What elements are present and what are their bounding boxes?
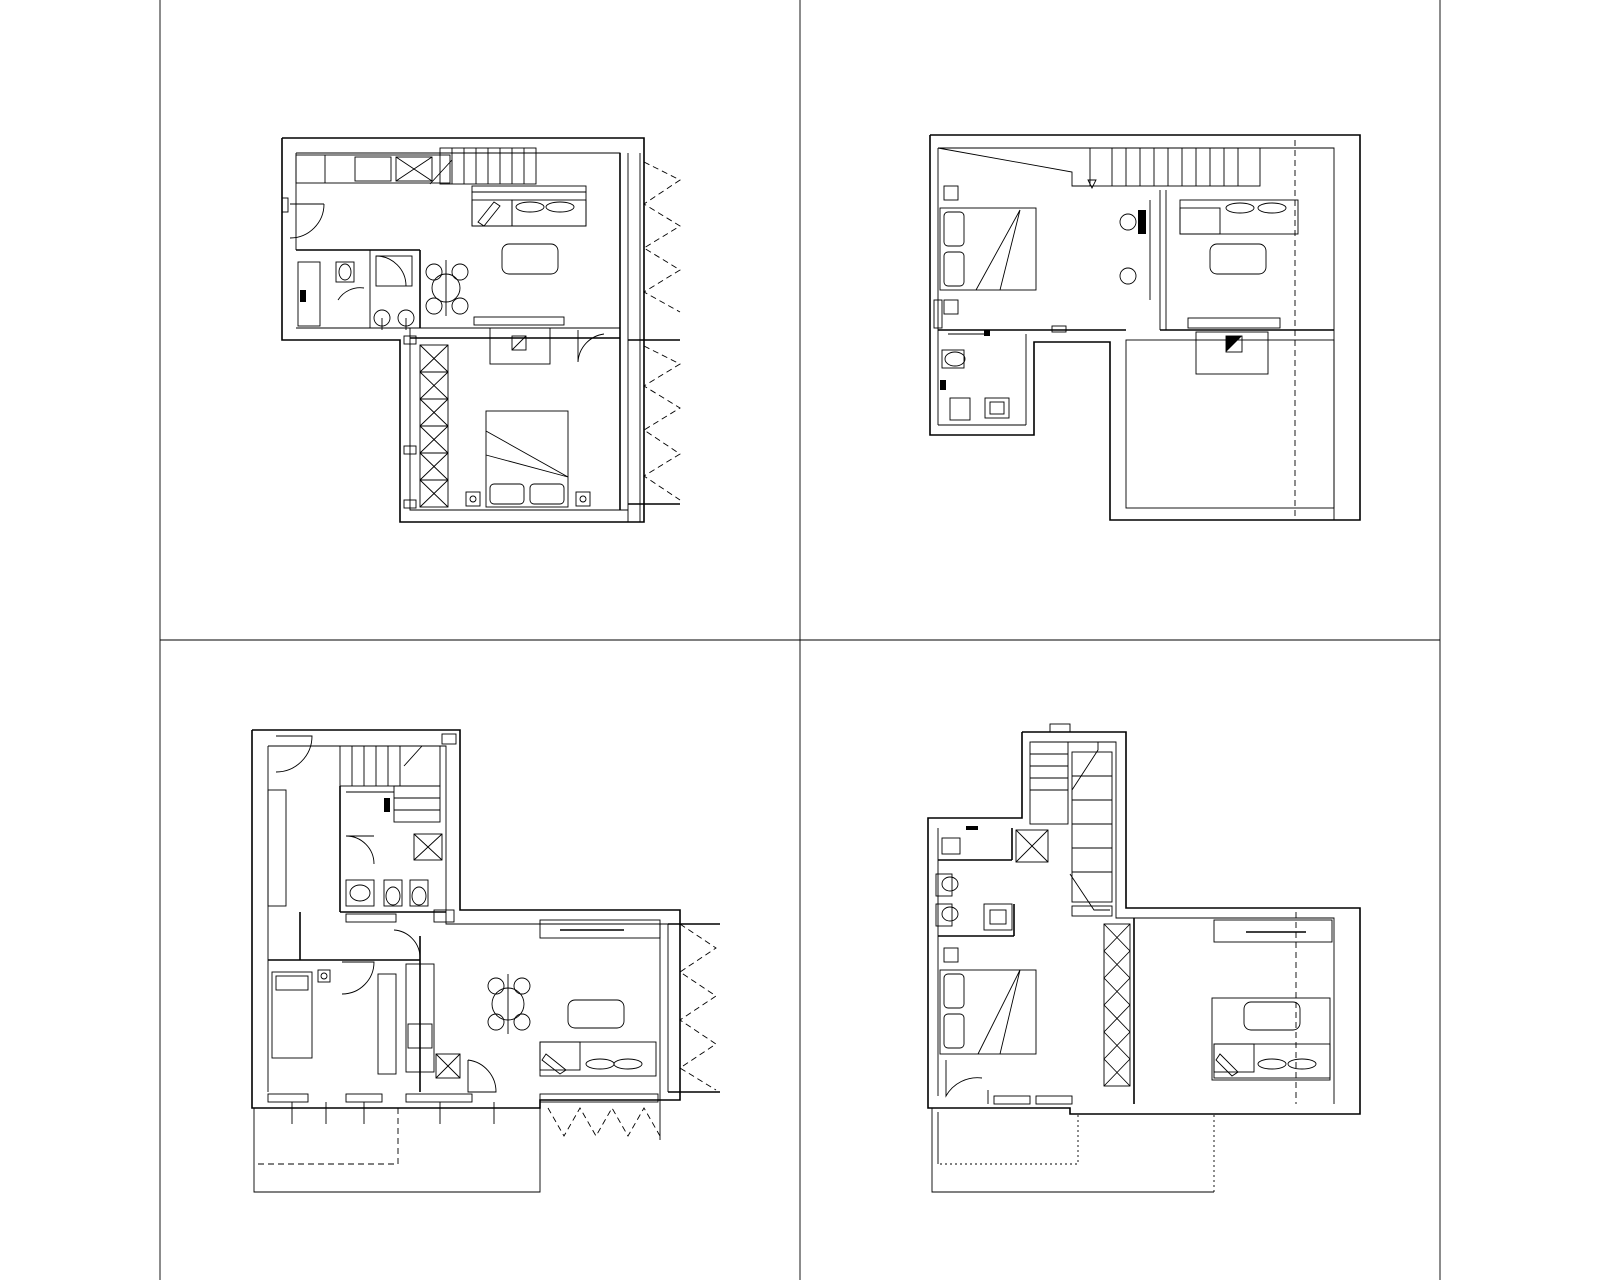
window-units <box>267 1093 659 1124</box>
coffee-table <box>1209 243 1267 275</box>
floor-plan-bottom-left <box>251 729 720 1193</box>
outer-wall <box>281 137 645 523</box>
folding-doors <box>547 923 720 1140</box>
terrace <box>931 1108 1215 1193</box>
bedroom-door <box>577 330 605 363</box>
sheet-frame <box>159 0 1441 1280</box>
double-bed <box>939 185 1037 315</box>
bathroom-fixtures <box>933 299 1067 421</box>
partition-walls <box>296 153 629 522</box>
entry-door <box>275 735 313 773</box>
floor-plan-top-right <box>929 134 1361 521</box>
wardrobe <box>377 973 397 1075</box>
floor-plan-bottom-right <box>927 723 1361 1193</box>
wardrobe <box>1103 918 1135 1104</box>
fireplace <box>473 316 565 365</box>
staircase <box>1029 741 1113 917</box>
sofa <box>471 185 587 227</box>
single-bed <box>271 969 331 1059</box>
outer-wall <box>927 731 1361 1115</box>
bedroom-door <box>341 961 375 995</box>
dining-set <box>425 260 469 316</box>
sofa <box>1179 199 1299 235</box>
coat-closet <box>267 789 287 907</box>
kitchen-counter <box>295 154 451 184</box>
outer-wall <box>251 729 681 1109</box>
tv-cabinet <box>539 919 661 939</box>
desk-chairs <box>1119 200 1151 300</box>
entry-door <box>281 197 325 239</box>
dining-set <box>487 974 531 1034</box>
staircase <box>937 147 1261 190</box>
bathroom-fixtures <box>339 786 455 923</box>
tv-cabinet <box>1213 919 1333 943</box>
double-bed <box>465 410 591 508</box>
coffee-table <box>1243 1001 1301 1031</box>
floor-plan-top-left <box>281 137 681 523</box>
bathroom-fixtures <box>935 826 1049 937</box>
staircase <box>339 733 457 823</box>
sofa <box>539 1041 657 1077</box>
coffee-table <box>567 999 625 1029</box>
bathroom-fixtures <box>297 255 415 330</box>
fireplace <box>1187 317 1281 375</box>
bedroom-door <box>945 1060 983 1098</box>
rug <box>1211 997 1331 1081</box>
kitchen-counter <box>405 963 497 1093</box>
staircase <box>429 147 537 185</box>
window-units <box>987 1090 1073 1105</box>
outer-wall <box>929 134 1361 521</box>
terrace <box>253 1108 541 1193</box>
void-below <box>1125 339 1335 509</box>
folding-doors <box>628 153 681 522</box>
double-bed <box>939 947 1037 1055</box>
bathroom-door <box>393 929 421 957</box>
sofa <box>1213 1043 1331 1079</box>
wardrobe <box>403 335 449 509</box>
coffee-table <box>501 243 559 275</box>
